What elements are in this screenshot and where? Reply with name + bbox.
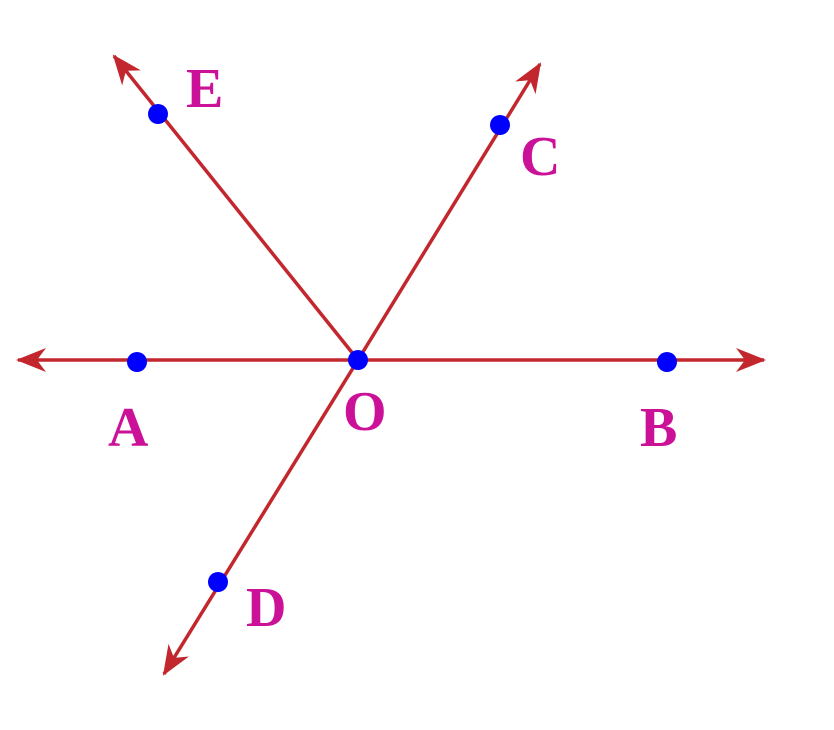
label-C: C [520,126,560,188]
point-A [127,352,147,372]
label-D: D [246,577,286,639]
label-O: O [343,381,387,443]
ray-OC [356,62,542,361]
label-E: E [186,58,223,120]
label-B: B [640,397,677,459]
ray-OD [162,359,360,676]
point-O [348,350,368,370]
point-B [657,352,677,372]
point-E [148,104,168,124]
label-A: A [108,397,149,459]
ray-OE [112,54,360,362]
point-C [490,115,510,135]
point-D [208,572,228,592]
